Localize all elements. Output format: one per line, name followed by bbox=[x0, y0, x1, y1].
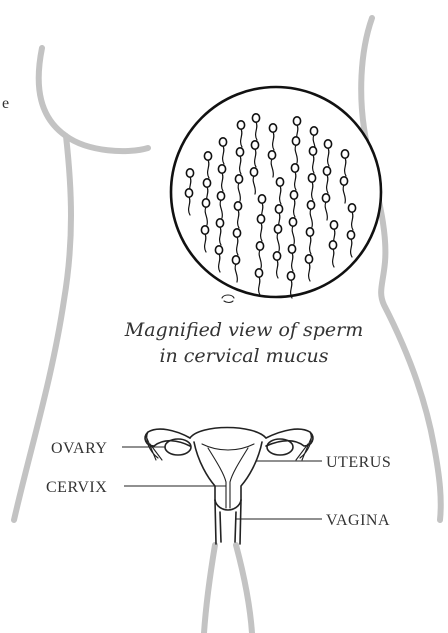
navel bbox=[222, 295, 234, 303]
sperm-head bbox=[234, 202, 241, 210]
sperm-head bbox=[256, 242, 263, 250]
sperm-head bbox=[347, 231, 354, 239]
uterus-body bbox=[194, 442, 262, 500]
caption-line-1: Magnified view of sperm bbox=[124, 319, 364, 341]
sperm-head bbox=[236, 148, 243, 156]
sperm-head bbox=[203, 179, 210, 187]
sperm-head bbox=[324, 140, 331, 148]
caption-line-2: in cervical mucus bbox=[159, 345, 328, 367]
sperm-head bbox=[255, 269, 262, 277]
breast-contour bbox=[39, 48, 148, 151]
sperm-head bbox=[322, 194, 329, 202]
sperm-head bbox=[268, 151, 275, 159]
label-uterus: UTERUS bbox=[326, 454, 391, 471]
sperm-head bbox=[288, 245, 295, 253]
sperm-head bbox=[306, 228, 313, 236]
sperm-head bbox=[340, 177, 347, 185]
sperm-head bbox=[348, 204, 355, 212]
left-torso-contour bbox=[14, 136, 71, 520]
sperm-head bbox=[215, 246, 222, 254]
sperm-head bbox=[258, 195, 265, 203]
sperm-head bbox=[276, 178, 283, 186]
sperm-head bbox=[269, 124, 276, 132]
sperm-head bbox=[291, 164, 298, 172]
sperm-head bbox=[341, 150, 348, 158]
magnified-circle bbox=[171, 87, 381, 297]
sperm-head bbox=[186, 169, 193, 177]
sperm-head bbox=[237, 121, 244, 129]
right-torso-contour bbox=[361, 18, 441, 520]
sperm-head bbox=[233, 229, 240, 237]
cervical-canal bbox=[226, 482, 230, 508]
cervix-shape bbox=[215, 500, 241, 510]
sperm-head bbox=[219, 138, 226, 146]
sperm-head bbox=[287, 272, 294, 280]
sperm-head bbox=[290, 191, 297, 199]
cropped-text-fragment: e bbox=[2, 95, 10, 112]
sperm-head bbox=[217, 192, 224, 200]
sperm-head bbox=[251, 141, 258, 149]
sperm-head bbox=[204, 152, 211, 160]
sperm-head bbox=[310, 127, 317, 135]
sperm-head bbox=[235, 175, 242, 183]
sperm-head bbox=[250, 168, 257, 176]
sperm-head bbox=[309, 147, 316, 155]
sperm-head bbox=[257, 215, 264, 223]
sperm-head bbox=[274, 225, 281, 233]
label-cervix: CERVIX bbox=[46, 479, 107, 496]
sperm-head bbox=[330, 221, 337, 229]
uterine-cavity bbox=[202, 444, 254, 482]
left-fallopian-tube bbox=[145, 429, 190, 446]
sperm-head bbox=[232, 256, 239, 264]
sperm-head bbox=[289, 218, 296, 226]
right-fallopian-tube bbox=[266, 429, 313, 446]
sperm-head bbox=[218, 165, 225, 173]
left-leg-contour bbox=[204, 545, 215, 633]
sperm-head bbox=[275, 205, 282, 213]
label-ovary: OVARY bbox=[51, 440, 107, 457]
sperm-head bbox=[329, 241, 336, 249]
right-leg-contour bbox=[236, 545, 252, 633]
sperm-head bbox=[252, 114, 259, 122]
sperm-head bbox=[323, 167, 330, 175]
uterus-fundus bbox=[190, 428, 266, 439]
sperm-head bbox=[201, 226, 208, 234]
sperm-head bbox=[185, 189, 192, 197]
label-vagina: VAGINA bbox=[326, 512, 390, 529]
sperm-head bbox=[202, 199, 209, 207]
sperm-head bbox=[308, 174, 315, 182]
sperm-head bbox=[293, 117, 300, 125]
sperm-head bbox=[216, 219, 223, 227]
sperm-head bbox=[305, 255, 312, 263]
sperm-head bbox=[292, 137, 299, 145]
sperm-head bbox=[273, 252, 280, 260]
sperm-head bbox=[307, 201, 314, 209]
